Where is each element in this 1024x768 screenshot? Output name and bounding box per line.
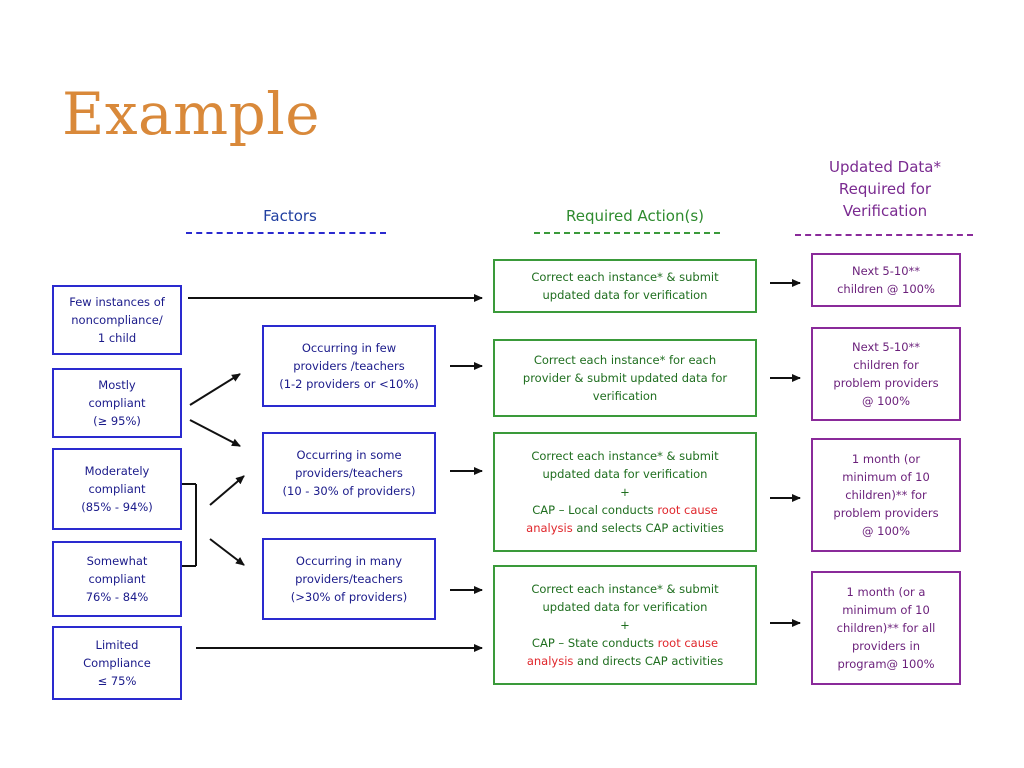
action-correct-submit: Correct each instance* & submit updated … — [493, 259, 757, 313]
factors-header-underline — [186, 232, 386, 234]
arrow-mostly-to-few — [189, 373, 241, 406]
arrow-bracket-to-many — [209, 538, 245, 566]
arrow-mostly-to-some — [189, 419, 241, 447]
actions-header: Required Action(s) — [565, 207, 705, 225]
slide-title: Example — [62, 80, 321, 148]
actions-header-underline — [534, 232, 720, 234]
verification-header-underline — [795, 234, 973, 236]
verification-header: Updated Data* Required for Verification — [829, 158, 941, 220]
factor-limited-compliance: Limited Compliance ≤ 75% — [52, 626, 182, 700]
arrow-bracket-to-some — [209, 475, 245, 506]
action-local-cap: Correct each instance* & submit updated … — [493, 432, 757, 552]
factor-somewhat-compliant: Somewhat compliant 76% - 84% — [52, 541, 182, 617]
action-state-cap: Correct each instance* & submit updated … — [493, 565, 757, 685]
verification-next-5-10-problem: Next 5-10** children for problem provide… — [811, 327, 961, 421]
action-correct-each-provider: Correct each instance* for each provider… — [493, 339, 757, 417]
factor-mostly-compliant: Mostly compliant (≥ 95%) — [52, 368, 182, 438]
factor-moderately-compliant: Moderately compliant (85% - 94%) — [52, 448, 182, 530]
verification-1-month-problem: 1 month (or minimum of 10 children)** fo… — [811, 438, 961, 552]
factor-few-instances: Few instances of noncompliance/ 1 child — [52, 285, 182, 355]
occurrence-many-providers: Occurring in many providers/teachers (>3… — [262, 538, 436, 620]
occurrence-few-providers: Occurring in few providers /teachers (1-… — [262, 325, 436, 407]
factors-header: Factors — [263, 207, 317, 225]
occurrence-some-providers: Occurring in some providers/teachers (10… — [262, 432, 436, 514]
verification-next-5-10: Next 5-10** children @ 100% — [811, 253, 961, 307]
verification-1-month-all: 1 month (or a minimum of 10 children)** … — [811, 571, 961, 685]
